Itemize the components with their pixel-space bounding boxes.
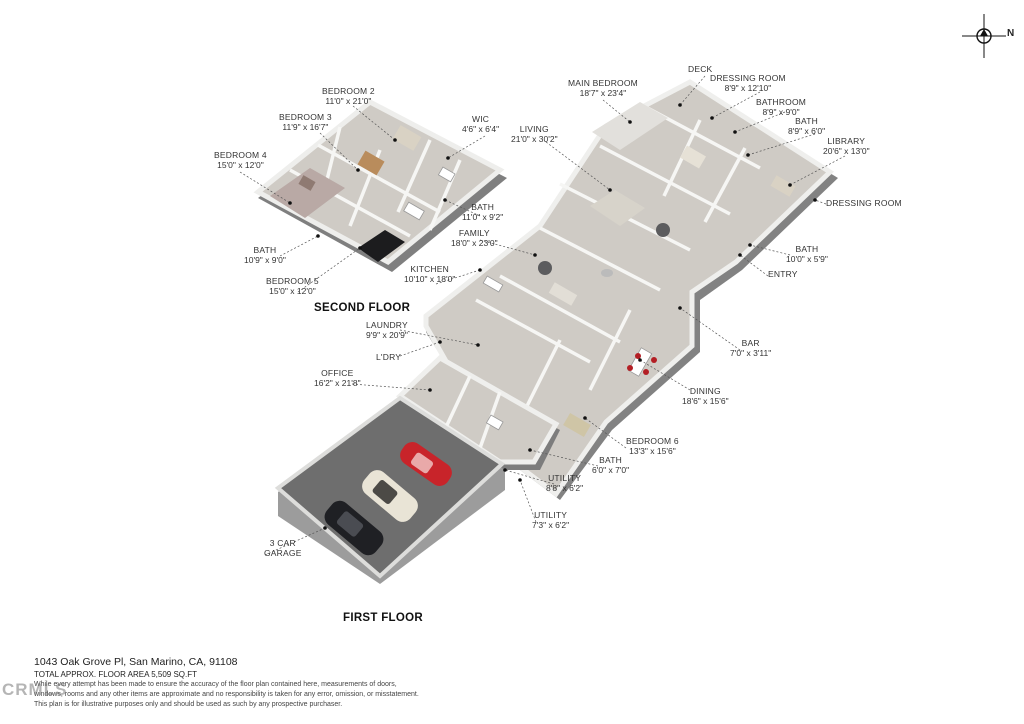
label-entry: ENTRY	[768, 269, 798, 279]
disclaimer-line-3: This plan is for illustrative purposes o…	[34, 701, 343, 708]
car-black	[324, 500, 384, 556]
disclaimer-line-2: windows, rooms and any other items are a…	[34, 691, 419, 698]
first-floor-plan	[423, 79, 838, 500]
leader-lines	[239, 75, 846, 556]
second-floor-title: SECOND FLOOR	[314, 302, 411, 314]
compass-north-label: N	[1007, 28, 1015, 39]
second-floor-plan	[253, 99, 507, 272]
compass-icon	[962, 14, 1006, 58]
disclaimer-line-1: While every attempt has been made to ens…	[34, 681, 397, 688]
property-footer: 1043 Oak Grove Pl, San Marino, CA, 91108…	[34, 656, 419, 709]
label-dressing-room-2: DRESSING ROOM	[826, 198, 902, 208]
first-floor-title: FIRST FLOOR	[343, 612, 423, 624]
label-ldry: L'DRY	[376, 352, 402, 362]
property-address: 1043 Oak Grove Pl, San Marino, CA, 91108	[34, 656, 238, 668]
garage-plan	[274, 395, 506, 584]
total-floor-area: TOTAL APPROX. FLOOR AREA 5,509 SQ.FT	[34, 670, 198, 679]
room-anchor-dots	[288, 103, 817, 530]
car-white	[362, 470, 418, 522]
label-deck: DECK	[688, 64, 713, 74]
car-red	[400, 442, 452, 486]
crmls-watermark: CRMLS	[2, 680, 68, 699]
